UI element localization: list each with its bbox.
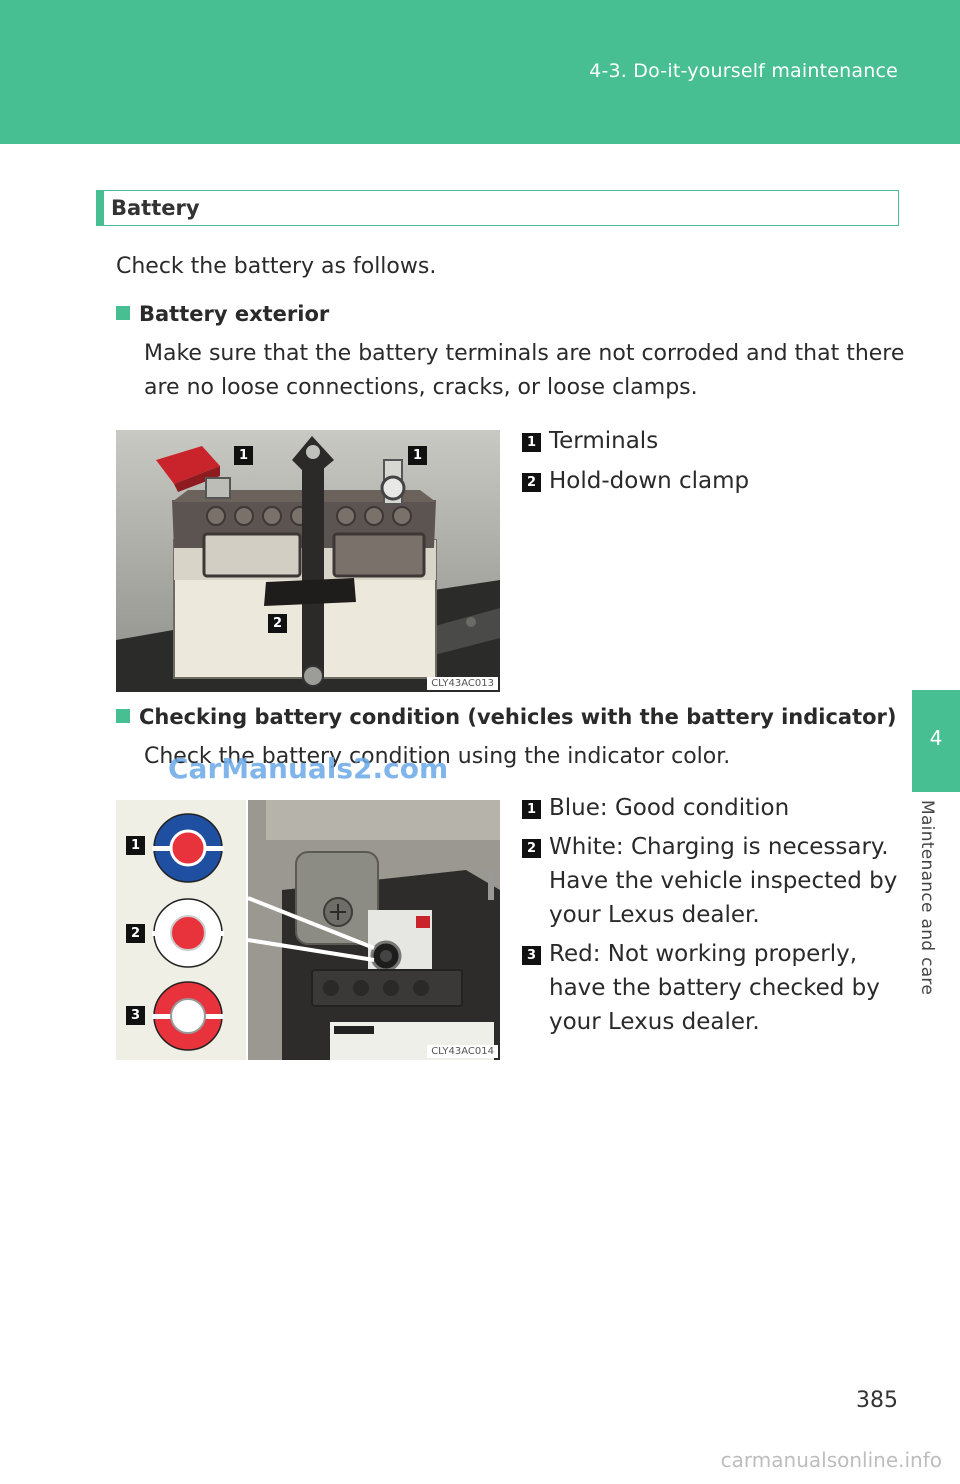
indicator-red-icon	[152, 981, 224, 1051]
subheading-text: Checking battery condition (vehicles wit…	[139, 705, 897, 729]
footer-watermark-url: carmanualsonline.info	[720, 1448, 942, 1472]
subheading-battery-exterior: Battery exterior	[116, 302, 329, 326]
watermark-text: CarManuals2.com	[168, 752, 449, 785]
battery-illustration	[116, 430, 500, 692]
callout-white: 2	[126, 924, 145, 943]
subheading-text: Battery exterior	[139, 302, 330, 326]
legend-badge: 1	[522, 433, 541, 452]
legend-badge: 2	[522, 473, 541, 492]
square-bullet-icon	[116, 709, 130, 723]
legend-blue-line-1: Blue: Good condition	[549, 795, 790, 821]
legend-white-line-3: your Lexus dealer.	[549, 902, 760, 928]
battery-exterior-photo: 1 1 2 CLY43AC013	[116, 430, 500, 692]
section-title: Battery	[111, 196, 200, 220]
callout-terminal-right: 1	[408, 446, 427, 465]
legend-hold-down-clamp: Hold-down clamp	[549, 468, 750, 494]
legend-white-line-1: White: Charging is necessary.	[549, 834, 889, 860]
indicator-blue-icon	[152, 813, 224, 883]
chapter-tab-number: 4	[929, 726, 943, 750]
legend-red-line-3: your Lexus dealer.	[549, 1009, 760, 1035]
square-bullet-icon	[116, 306, 130, 320]
condition-body: Check the battery condition using the in…	[144, 744, 731, 769]
section-title-bar: Battery	[96, 190, 899, 226]
callout-blue: 1	[126, 836, 145, 855]
intro-text: Check the battery as follows.	[116, 254, 437, 279]
callout-red: 3	[126, 1006, 145, 1025]
legend-terminals: Terminals	[549, 428, 659, 454]
legend-white-line-2: Have the vehicle inspected by	[549, 868, 898, 894]
chapter-tab-label: Maintenance and care	[917, 800, 937, 996]
legend-badge: 3	[522, 946, 541, 965]
legend-badge: 2	[522, 839, 541, 858]
page-header: 4-3. Do-it-yourself maintenance	[0, 0, 960, 144]
callout-hold-down-clamp: 2	[268, 614, 287, 633]
chapter-tab: 4	[912, 690, 960, 792]
exterior-body-line-2: are no loose connections, cracks, or loo…	[144, 375, 698, 400]
subheading-battery-condition: Checking battery condition (vehicles wit…	[116, 705, 897, 729]
battery-indicator-photo: 1 2 3 CLY43AC014	[116, 800, 500, 1060]
page-number: 385	[856, 1388, 898, 1413]
figure-code: CLY43AC014	[427, 1045, 498, 1058]
legend-red-line-2: have the battery checked by	[549, 975, 880, 1001]
figure-code: CLY43AC013	[427, 677, 498, 690]
legend-red-line-1: Red: Not working properly,	[549, 941, 858, 967]
section-accent	[97, 191, 104, 225]
indicator-white-icon	[152, 898, 224, 968]
indicator-illustration	[116, 800, 500, 1060]
legend-badge: 1	[522, 800, 541, 819]
exterior-body-line-1: Make sure that the battery terminals are…	[144, 341, 905, 366]
chapter-title: 4-3. Do-it-yourself maintenance	[589, 60, 898, 82]
callout-terminal-left: 1	[234, 446, 253, 465]
